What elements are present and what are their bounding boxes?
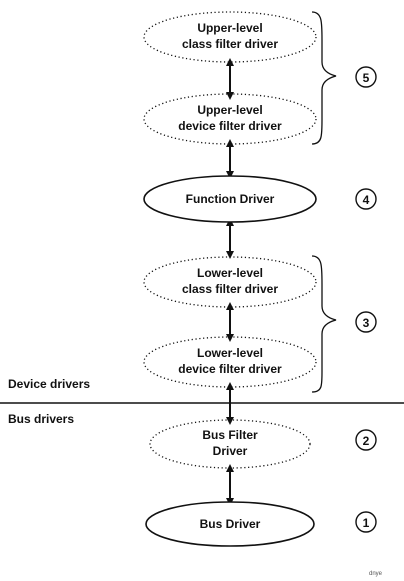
badge-3-circle xyxy=(355,311,377,333)
lower-class-filter-line-2: class filter driver xyxy=(182,282,278,296)
lower-device-filter-line-1: Lower-level xyxy=(197,346,263,360)
upper-device-filter-line-2: device filter driver xyxy=(178,119,282,133)
bracket-lower-filters xyxy=(311,255,337,393)
badge-5-circle xyxy=(355,66,377,88)
badge-5: 5 xyxy=(355,66,377,88)
bus-filter-driver-line-1: Bus Filter xyxy=(202,428,258,442)
node-function-driver: Function Driver xyxy=(143,175,317,223)
bus-driver-ellipse xyxy=(145,501,315,547)
badge-2: 2 xyxy=(355,429,377,451)
bus-drivers-label: Bus drivers xyxy=(8,412,75,426)
badge-2-circle xyxy=(355,429,377,451)
badge-3: 3 xyxy=(355,311,377,333)
badge-4-number: 4 xyxy=(363,193,370,207)
badge-3-number: 3 xyxy=(363,316,370,330)
bracket-upper-filters xyxy=(311,11,337,145)
function-driver-label: Function Driver xyxy=(186,192,275,206)
badge-5-number: 5 xyxy=(363,71,370,85)
badge-1: 1 xyxy=(355,511,377,533)
upper-class-filter-line-2: class filter driver xyxy=(182,37,278,51)
node-lower-device-filter: Lower-level device filter driver xyxy=(143,336,317,388)
lower-device-filter-line-2: device filter driver xyxy=(178,362,282,376)
upper-class-filter-line-1: Upper-level xyxy=(197,21,262,35)
node-upper-device-filter: Upper-level device filter driver xyxy=(143,93,317,145)
function-driver-ellipse xyxy=(143,175,317,223)
bus-filter-driver-ellipse xyxy=(149,419,311,469)
device-drivers-label: Device drivers xyxy=(8,377,91,391)
lower-class-filter-ellipse xyxy=(143,256,317,308)
bus-filter-driver-line-2: Driver xyxy=(213,444,248,458)
badge-4-circle xyxy=(355,188,377,210)
node-upper-class-filter: Upper-level class filter driver xyxy=(143,11,317,63)
node-lower-class-filter: Lower-level class filter driver xyxy=(143,256,317,308)
upper-device-filter-line-1: Upper-level xyxy=(197,103,262,117)
upper-device-filter-ellipse xyxy=(143,93,317,145)
badge-2-number: 2 xyxy=(363,434,370,448)
badge-4: 4 xyxy=(355,188,377,210)
node-bus-filter-driver: Bus Filter Driver xyxy=(149,419,311,469)
upper-class-filter-ellipse xyxy=(143,11,317,63)
badge-1-number: 1 xyxy=(363,516,370,530)
lower-class-filter-line-1: Lower-level xyxy=(197,266,263,280)
node-bus-driver: Bus Driver xyxy=(145,501,315,547)
lower-device-filter-ellipse xyxy=(143,336,317,388)
bus-driver-label: Bus Driver xyxy=(200,517,261,531)
badge-1-circle xyxy=(355,511,377,533)
credit-mark: dnye xyxy=(368,571,382,577)
